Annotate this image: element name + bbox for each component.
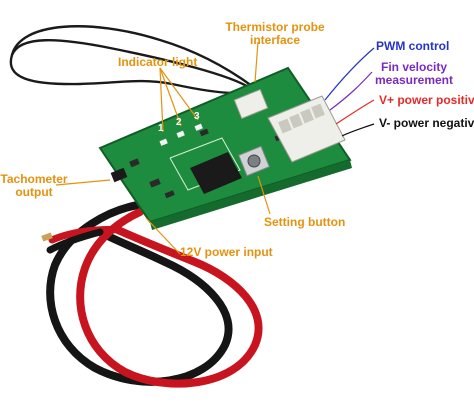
silkscreen-outline bbox=[169, 137, 241, 191]
wire-copper-end bbox=[41, 232, 53, 242]
indicator-number-1: 1 bbox=[158, 123, 164, 134]
pwm-control-label: PWM control bbox=[376, 39, 450, 53]
indicator-number-3: 3 bbox=[194, 111, 200, 122]
tachometer-line2: output bbox=[15, 185, 53, 199]
thermistor-connector bbox=[233, 88, 269, 120]
tachometer-line1: Tachometer bbox=[0, 172, 68, 186]
power-input-label: 12V power input bbox=[180, 245, 273, 259]
annotation-lines bbox=[55, 41, 375, 255]
thermistor-probe-label: Thermistor probe interface bbox=[220, 21, 330, 47]
indicator-led-1 bbox=[159, 138, 168, 146]
tachometer-header bbox=[110, 167, 128, 183]
red-wire-tip bbox=[48, 226, 122, 244]
thermistor-label-line1: Thermistor probe bbox=[225, 20, 325, 34]
v-plus-label: V+ power positive bbox=[379, 93, 474, 107]
fin-velocity-line2: measurement bbox=[374, 73, 454, 87]
thermistor-label-line2: interface bbox=[249, 33, 301, 47]
black-wire-tip bbox=[46, 228, 104, 254]
pcb-board-edge bbox=[150, 160, 352, 230]
indicator-number-2: 2 bbox=[176, 117, 182, 128]
fin-velocity-label: Fin velocity measurement bbox=[374, 61, 454, 87]
ic-chip bbox=[190, 152, 242, 194]
setting-button-label: Setting button bbox=[264, 215, 346, 229]
thermistor-probe-wire-top bbox=[10, 25, 253, 87]
smd-component bbox=[129, 158, 140, 168]
smd-component bbox=[164, 190, 175, 199]
fan-connector bbox=[267, 95, 346, 163]
red-power-wire bbox=[76, 208, 263, 388]
tachometer-output-label: Tachometer output bbox=[0, 173, 68, 199]
setting-button bbox=[247, 154, 261, 168]
indicator-led-3 bbox=[194, 123, 203, 131]
smd-component bbox=[199, 128, 209, 137]
fin-velocity-line1: Fin velocity bbox=[380, 60, 448, 74]
indicator-light-label: Indicator light bbox=[118, 55, 198, 69]
fan-connector-pins bbox=[278, 103, 325, 134]
indicator-led-2 bbox=[176, 130, 185, 138]
v-minus-label: V- power negative bbox=[379, 116, 474, 130]
smd-component bbox=[149, 178, 161, 188]
